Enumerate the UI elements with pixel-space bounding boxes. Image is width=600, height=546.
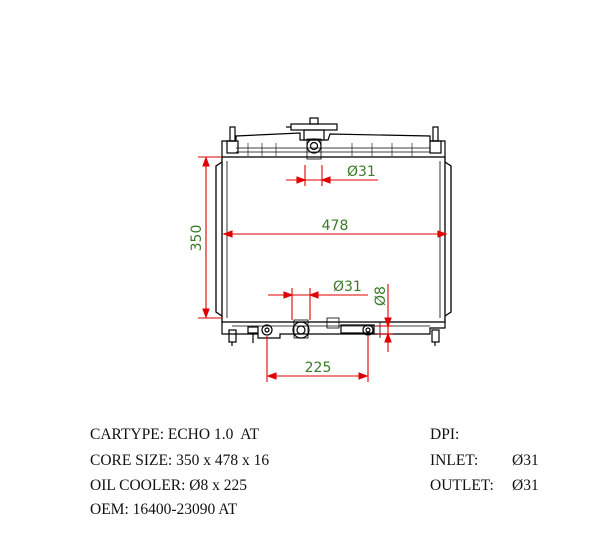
upper-pipe-dimension-label: Ø31 xyxy=(347,164,376,180)
upper-pipe xyxy=(306,138,322,160)
radiator-core xyxy=(215,156,452,323)
inlet-label: INLET: xyxy=(430,452,479,469)
top-tank xyxy=(221,132,446,157)
oil-cooler-fittings xyxy=(247,324,375,343)
cartype-text: CARTYPE: ECHO 1.0 AT xyxy=(90,426,260,443)
bottom-mount-pins xyxy=(228,329,440,346)
lower-pipe xyxy=(292,319,310,339)
bottom-tank xyxy=(221,317,446,339)
outlet-label: OUTLET: xyxy=(430,477,494,494)
oil-cooler-text: OIL COOLER: Ø8 x 225 xyxy=(90,477,247,494)
lower-pipe-dimension-label: Ø31 xyxy=(333,279,362,295)
dimension-lines xyxy=(198,156,448,382)
outlet-value: Ø31 xyxy=(512,477,539,494)
dpi-text: DPI: xyxy=(430,426,460,443)
filler-cap xyxy=(286,117,338,141)
oil-cooler-spacing-dimension-label: 225 xyxy=(305,360,332,376)
width-dimension-label: 478 xyxy=(322,218,349,234)
height-dimension-label: 350 xyxy=(189,225,205,252)
core-size-text: CORE SIZE: 350 x 478 x 16 xyxy=(90,452,270,469)
top-mount-pins xyxy=(226,126,442,154)
inlet-value: Ø31 xyxy=(512,452,539,469)
oil-cooler-pipe-dimension-label: Ø8 xyxy=(373,286,389,306)
oem-text: OEM: 16400-23090 AT xyxy=(90,501,238,518)
